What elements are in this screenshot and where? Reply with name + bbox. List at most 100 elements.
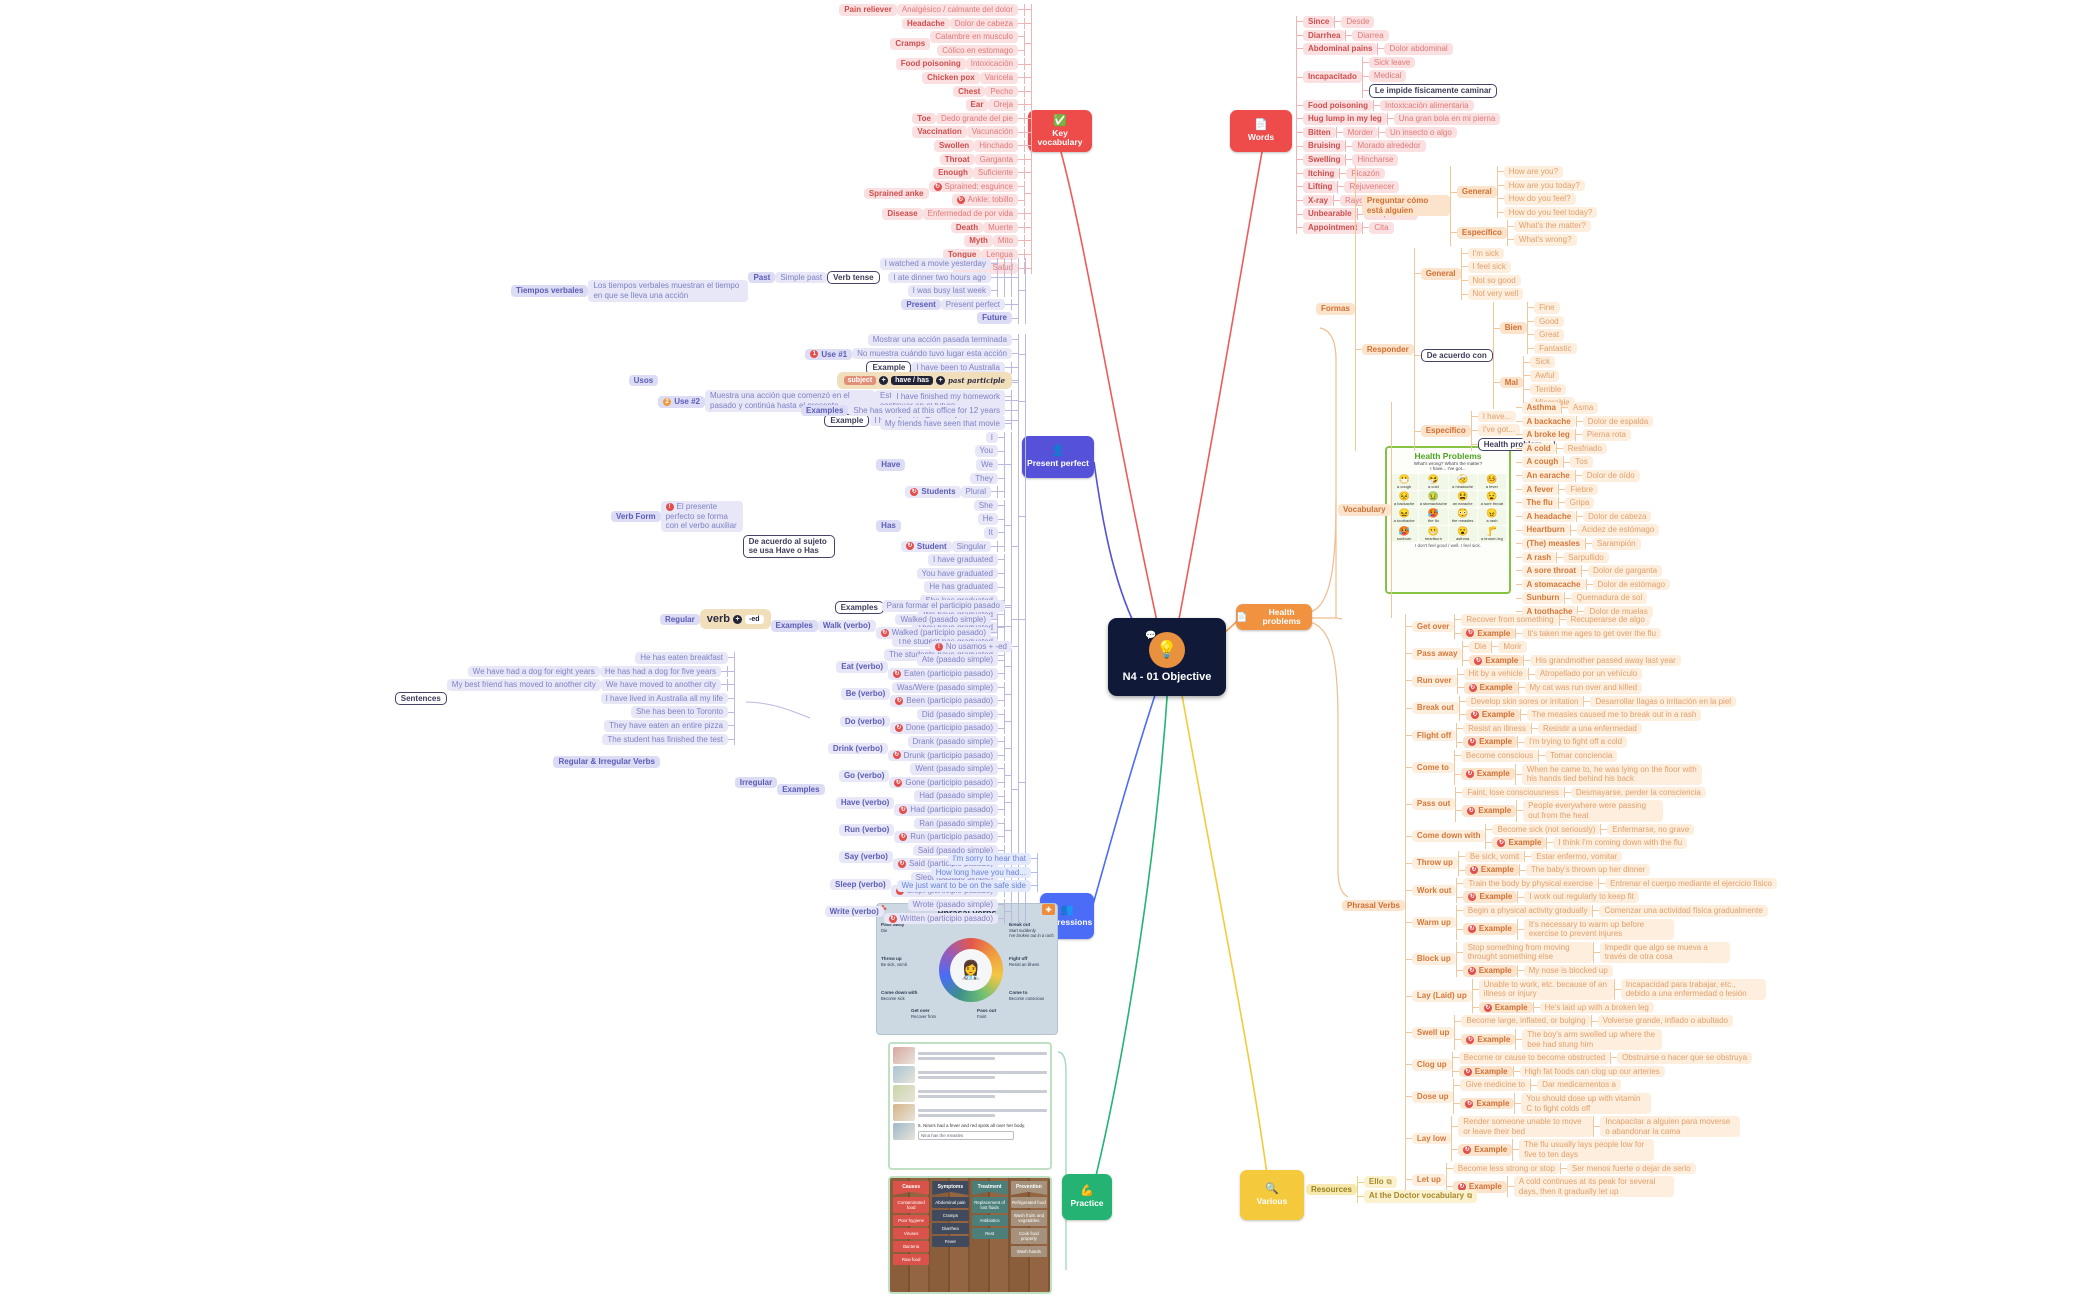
node-morir[interactable]: Morir bbox=[1498, 641, 1527, 653]
node-fantastic[interactable]: Fantastic bbox=[1534, 342, 1577, 355]
node-we-have-moved-to-another-city[interactable]: We have moved to another city bbox=[600, 679, 721, 691]
node-been-participio-pasado[interactable]: ↻Been (participio pasado) bbox=[890, 695, 998, 707]
node-develop-skin-sores-or-irritation[interactable]: Develop skin sores or irritation bbox=[1465, 695, 1584, 708]
node-how-are-you[interactable]: How are you? bbox=[1503, 166, 1564, 178]
node-we[interactable]: We bbox=[976, 458, 998, 471]
node-they-have-eaten-an-entire-pizza[interactable]: They have eaten an entire pizza bbox=[604, 719, 728, 732]
node-oreja[interactable]: Oreja bbox=[988, 99, 1018, 111]
node-volverse-grande-inflado-o-abultado[interactable]: Volverse grande, inflado o abultado bbox=[1597, 1015, 1733, 1027]
node-he-s-laid-up-with-a-broken-leg[interactable]: He's laid up with a broken leg bbox=[1539, 1001, 1654, 1014]
node-example[interactable]: ↻Example bbox=[1452, 1180, 1507, 1193]
node-throw-up[interactable]: Throw up bbox=[1411, 857, 1458, 870]
node-diarrea[interactable]: Diarrea bbox=[1352, 29, 1389, 42]
node-the-baby-s-thrown-up-her-dinner[interactable]: The baby's thrown up her dinner bbox=[1525, 864, 1651, 876]
node-work-out[interactable]: Work out bbox=[1411, 884, 1457, 897]
node-general[interactable]: General bbox=[1456, 186, 1497, 198]
node-he-has-eaten-breakfast[interactable]: He has eaten breakfast bbox=[635, 652, 728, 664]
node-what-s-wrong[interactable]: What's wrong? bbox=[1513, 233, 1577, 246]
branch-practice[interactable]: 💪 Practice bbox=[1062, 1174, 1112, 1220]
node-written-participio-pasado[interactable]: ↻Written (participio pasado) bbox=[883, 912, 998, 925]
node-i-feel-sick[interactable]: I feel sick bbox=[1467, 261, 1511, 273]
node-a-stomacache[interactable]: A stomacache bbox=[1521, 578, 1586, 591]
node-his-grandmother-passed-away-last-year[interactable]: His grandmother passed away last year bbox=[1530, 654, 1681, 667]
node-de-acuerdo-al-sujeto-se-usa-have-o-has[interactable]: De acuerdo al sujeto se usa Have o Has bbox=[742, 534, 835, 558]
node-recuperarse-de-algo[interactable]: Recuperarse de algo bbox=[1565, 614, 1650, 626]
node-he-has-graduated[interactable]: He has graduated bbox=[924, 581, 998, 593]
node-lengua[interactable]: Lengua bbox=[981, 248, 1018, 261]
worksheet-answer-5[interactable]: Nina has the measles bbox=[918, 1130, 1015, 1140]
node-be-verbo[interactable]: Be (verbo) bbox=[840, 688, 891, 700]
node-incapacidad-para-trabajar-etc-debido-a-una-[interactable]: Incapacidad para trabajar, etc., debido … bbox=[1620, 978, 1766, 1000]
node-diarrhea[interactable]: Diarrhea bbox=[1303, 29, 1346, 42]
node-el-presente-perfecto-se-forma-con-el-verbo-[interactable]: !El presente perfecto se forma con el ve… bbox=[660, 501, 743, 532]
node-dedo-grande-del-pie[interactable]: Dedo grande del pie bbox=[935, 112, 1018, 125]
node-resist-an-illness[interactable]: Resist an illness bbox=[1463, 722, 1531, 735]
node-le-impide-f-sicamente-caminar[interactable]: Le impide físicamente caminar bbox=[1368, 83, 1498, 98]
node-incapacitar-a-alguien-para-moverse-o-abando[interactable]: Incapacitar a alguien para moverse o aba… bbox=[1600, 1116, 1741, 1138]
node-swelling[interactable]: Swelling bbox=[1303, 153, 1346, 166]
node-example[interactable]: ↻Example bbox=[1461, 627, 1516, 640]
node-ello[interactable]: Ello⧉ bbox=[1363, 1176, 1397, 1189]
node-muerte[interactable]: Muerte bbox=[983, 221, 1018, 234]
node-recover-from-something[interactable]: Recover from something bbox=[1461, 614, 1559, 626]
node-how-long-have-you-had[interactable]: How long have you had... bbox=[930, 866, 1031, 879]
node-asthma[interactable]: Asthma bbox=[1521, 402, 1561, 414]
node-pecho[interactable]: Pecho bbox=[985, 85, 1018, 98]
node-sarpullido[interactable]: Sarpullido bbox=[1563, 551, 1609, 564]
node-a-backache[interactable]: A backache bbox=[1521, 415, 1576, 428]
node-enough[interactable]: Enough bbox=[933, 167, 973, 179]
node-vocabulary[interactable]: Vocabulary bbox=[1338, 503, 1391, 516]
node-she-has-been-to-toronto[interactable]: She has been to Toronto bbox=[630, 706, 728, 718]
node-i[interactable]: I bbox=[985, 431, 998, 444]
node-die[interactable]: Die bbox=[1469, 641, 1492, 653]
node-how-are-you-today[interactable]: How are you today? bbox=[1503, 179, 1585, 192]
node-what-s-the-matter[interactable]: What's the matter? bbox=[1513, 220, 1591, 232]
node-throat[interactable]: Throat bbox=[939, 153, 975, 166]
node-present-perfect[interactable]: Present perfect bbox=[940, 298, 1005, 311]
node-ser-menos-fuerte-o-dejar-de-serlo[interactable]: Ser menos fuerte o dejar de serlo bbox=[1566, 1162, 1696, 1175]
node-mal[interactable]: Mal bbox=[1499, 376, 1524, 389]
node-entrenar-el-cuerpo-mediante-el-ejercicio-f-[interactable]: Entrenar el cuerpo mediante el ejercicio… bbox=[1605, 877, 1777, 890]
present-perfect-formula[interactable]: subject+have / has+past participle bbox=[836, 372, 1012, 389]
node-desde[interactable]: Desde bbox=[1341, 16, 1375, 28]
node-lay-low[interactable]: Lay low bbox=[1411, 1132, 1452, 1145]
node-give-medicine-to[interactable]: Give medicine to bbox=[1460, 1079, 1531, 1091]
node-vacunaci-n[interactable]: Vacunación bbox=[966, 126, 1018, 138]
node-espec-fico[interactable]: Específico bbox=[1456, 227, 1507, 239]
node-since[interactable]: Since bbox=[1303, 16, 1335, 28]
node-a-rash[interactable]: A rash bbox=[1521, 551, 1557, 564]
node-become-conscious[interactable]: Become conscious bbox=[1460, 749, 1539, 762]
node-fine[interactable]: Fine bbox=[1534, 301, 1560, 314]
node-pierna-rota[interactable]: Pierna rota bbox=[1581, 429, 1631, 441]
node-example[interactable]: ↻Example bbox=[1463, 736, 1518, 748]
node-warm-up[interactable]: Warm up bbox=[1411, 916, 1456, 929]
node-done-participio-pasado[interactable]: ↻Done (participio pasado) bbox=[889, 722, 998, 734]
node-example[interactable]: ↻Example bbox=[1464, 864, 1519, 876]
node-flight-off[interactable]: Flight off bbox=[1411, 729, 1457, 742]
node-past[interactable]: Past bbox=[748, 271, 776, 284]
node-una-gran-bola-en-mi-pierna[interactable]: Una gran bola en mi pierna bbox=[1393, 113, 1501, 125]
node-a-headache[interactable]: A headache bbox=[1521, 510, 1577, 523]
node-example[interactable]: ↻Example bbox=[1463, 891, 1518, 904]
node-obstruirse-o-hacer-que-se-obstruya[interactable]: Obstruirse o hacer que se obstruya bbox=[1617, 1052, 1753, 1064]
node-the-measles-caused-me-to-break-out-in-a-ras[interactable]: The measles caused me to break out in a … bbox=[1526, 709, 1702, 721]
node-awful[interactable]: Awful bbox=[1530, 369, 1560, 382]
node-was-were-pasado-simple[interactable]: Was/Were (pasado simple) bbox=[891, 681, 998, 694]
node-appointment[interactable]: Appointment bbox=[1303, 221, 1363, 234]
node-the-flu[interactable]: The flu bbox=[1521, 497, 1558, 509]
node-resfriado[interactable]: Resfriado bbox=[1562, 442, 1607, 455]
node-itching[interactable]: Itching bbox=[1303, 167, 1340, 180]
node-i-have-lived-in-australia-all-my-life[interactable]: I have lived in Australia all my life bbox=[600, 692, 728, 705]
node-enfermarse-no-grave[interactable]: Enfermarse, no grave bbox=[1607, 823, 1695, 836]
node-sleep-verbo[interactable]: Sleep (verbo) bbox=[830, 878, 891, 891]
node-run-participio-pasado[interactable]: ↻Run (participio pasado) bbox=[894, 831, 998, 843]
node-i-m-trying-to-fight-off-a-cold[interactable]: I'm trying to fight off a cold bbox=[1524, 736, 1628, 748]
node-resources[interactable]: Resources bbox=[1306, 1183, 1357, 1196]
node-stop-something-from-moving-throught-somethi[interactable]: Stop something from moving throught some… bbox=[1462, 941, 1593, 964]
node-i-was-busy-last-week[interactable]: I was busy last week bbox=[907, 285, 991, 297]
node-drank-pasado-simple[interactable]: Drank (pasado simple) bbox=[907, 735, 998, 748]
node-how-do-you-feel-today[interactable]: How do you feel today? bbox=[1503, 206, 1598, 219]
node-wrote-pasado-simple[interactable]: Wrote (pasado simple) bbox=[907, 899, 998, 911]
node-suficiente[interactable]: Suficiente bbox=[972, 167, 1018, 179]
node-i-work-out-regularly-to-keep-fit[interactable]: I work out regularly to keep fit bbox=[1524, 891, 1639, 904]
